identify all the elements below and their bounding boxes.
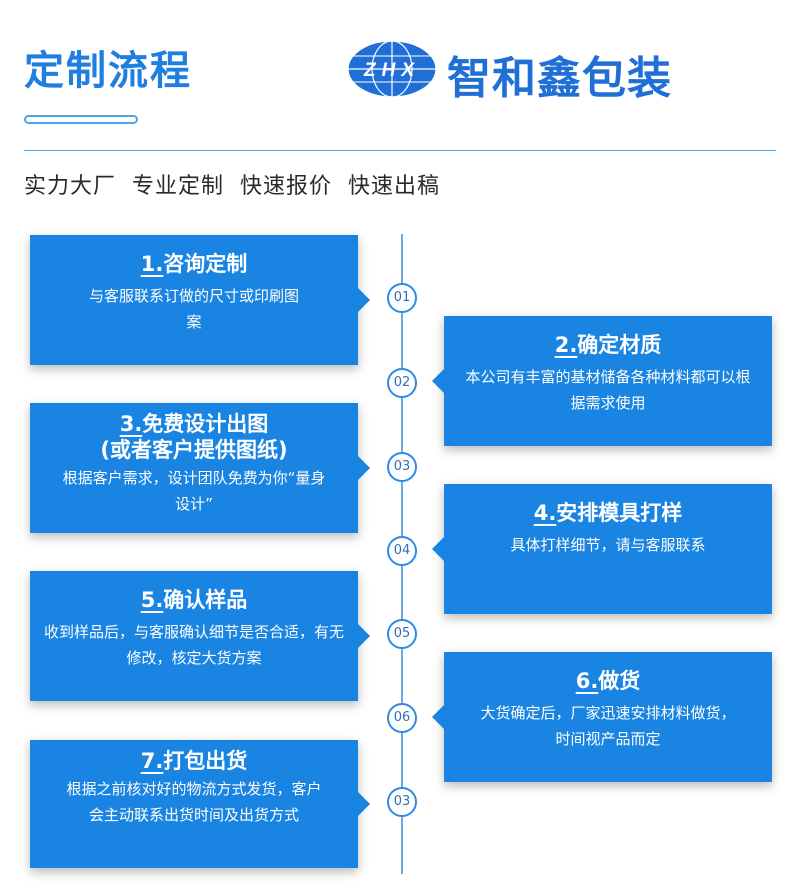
step-title: 7.打包出货 — [30, 748, 358, 774]
step-description: 大货确定后，厂家迅速安排材料做货，时间视产品而定 — [480, 704, 736, 748]
step-description: 收到样品后，与客服确认细节是否合适，有无修改，核定大货方案 — [44, 623, 345, 667]
step-title: 1.咨询定制 — [30, 251, 358, 277]
step-number: 7. — [140, 749, 164, 773]
step-title-text: 咨询定制 — [163, 252, 248, 276]
title-underline-pill — [24, 115, 138, 124]
step-description: 具体打样细节，请与客服联系 — [510, 536, 706, 554]
page-title: 定制流程 — [24, 48, 192, 94]
timeline-node-3: 03 — [387, 452, 417, 482]
step-card-4: 4.安排模具打样 具体打样细节，请与客服联系 — [432, 484, 772, 614]
step-number: 5. — [140, 588, 164, 612]
step-title: 6.做货 — [444, 668, 772, 694]
step-title-text: 确定材质 — [577, 333, 662, 357]
step-number: 6. — [575, 669, 599, 693]
timeline-node-2: 02 — [387, 368, 417, 398]
header-divider — [24, 150, 776, 151]
brand: ZHX 智和鑫包装 — [345, 36, 705, 106]
step-title-text: 免费设计出图 — [142, 412, 269, 436]
step-card-2: 2.确定材质 本公司有丰富的基材储备各种材料都可以根据需求使用 — [432, 316, 772, 446]
step-number: 1. — [140, 252, 164, 276]
brand-logo-text: ZHX — [363, 60, 420, 81]
step-number: 4. — [533, 501, 557, 525]
step-title-text: 做货 — [598, 669, 641, 693]
brand-name: 智和鑫包装 — [447, 53, 672, 104]
timeline-node-5: 05 — [387, 619, 417, 649]
step-card-3: 3.免费设计出图 (或者客户提供图纸) 根据客户需求，设计团队免费为你“量身设计… — [30, 403, 370, 533]
step-number: 2. — [554, 333, 578, 357]
step-card-5: 5.确认样品 收到样品后，与客服确认细节是否合适，有无修改，核定大货方案 — [30, 571, 370, 701]
step-description: 根据之前核对好的物流方式发货，客户会主动联系出货时间及出货方式 — [66, 780, 322, 824]
timeline-node-1: 01 — [387, 283, 417, 313]
step-title: 4.安排模具打样 — [444, 500, 772, 526]
step-title: 5.确认样品 — [30, 587, 358, 613]
timeline-node-4: 04 — [387, 536, 417, 566]
step-subtitle: (或者客户提供图纸) — [100, 438, 288, 462]
step-title-text: 安排模具打样 — [556, 501, 683, 525]
step-title-text: 确认样品 — [163, 588, 248, 612]
timeline-node-7: 03 — [387, 787, 417, 817]
slogan: 实力大厂 专业定制 快速报价 快速出稿 — [24, 174, 440, 199]
step-description: 本公司有丰富的基材储备各种材料都可以根据需求使用 — [465, 368, 751, 412]
globe-logo-icon: ZHX — [347, 40, 437, 98]
step-card-6: 6.做货 大货确定后，厂家迅速安排材料做货，时间视产品而定 — [432, 652, 772, 782]
step-card-1: 1.咨询定制 与客服联系订做的尺寸或印刷图案 — [30, 235, 370, 365]
step-description: 根据客户需求，设计团队免费为你“量身设计” — [62, 469, 326, 513]
step-title: 2.确定材质 — [444, 332, 772, 358]
step-number: 3. — [119, 412, 143, 436]
step-card-7: 7.打包出货 根据之前核对好的物流方式发货，客户会主动联系出货时间及出货方式 — [30, 740, 370, 868]
timeline-node-6: 06 — [387, 703, 417, 733]
step-title: 3.免费设计出图 — [30, 411, 358, 437]
step-description: 与客服联系订做的尺寸或印刷图案 — [88, 287, 299, 331]
step-title-text: 打包出货 — [163, 749, 248, 773]
